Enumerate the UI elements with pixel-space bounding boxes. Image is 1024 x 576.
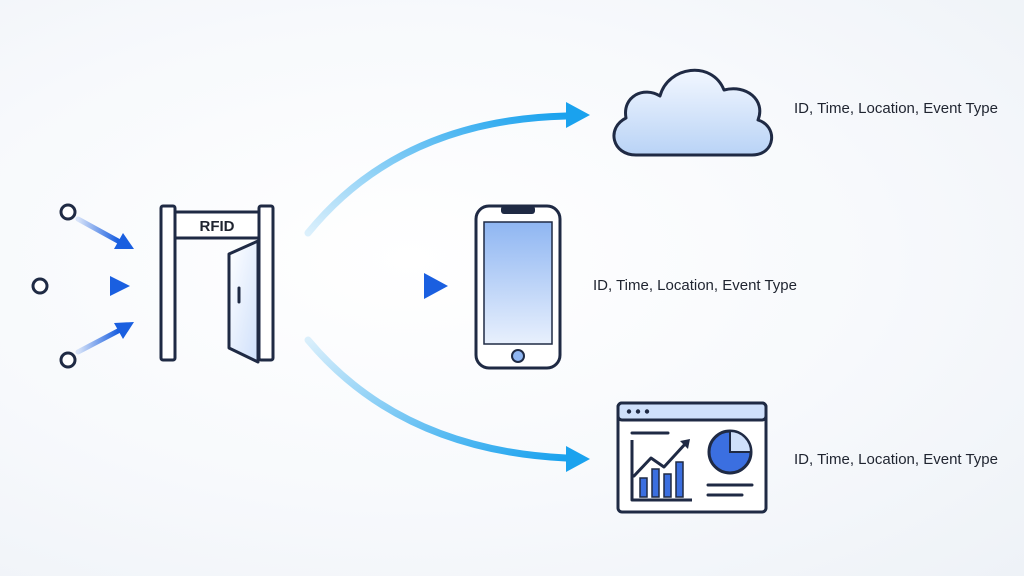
cloud-destination: ID, Time, Location, Event Type (612, 68, 998, 157)
flow-arrow-to-dashboard (304, 336, 570, 462)
arrow-head-icon (114, 233, 134, 249)
arrow-head-icon (424, 273, 448, 299)
gate-right-post (257, 204, 275, 362)
phone-destination: ID, Time, Location, Event Type (474, 204, 797, 370)
tag-dot-icon (31, 277, 49, 295)
tag-dot-icon (59, 203, 77, 221)
outgoing-flows (304, 102, 590, 472)
bar-chart-icon (630, 439, 692, 502)
gate-label: RFID (200, 218, 235, 235)
tag-dot-icon (59, 351, 77, 369)
dashboard-data-label: ID, Time, Location, Event Type (794, 451, 998, 468)
gate-door-icon (227, 239, 260, 364)
arrow-shaft (75, 216, 121, 244)
gate-left-post (159, 204, 177, 362)
arrow-head-icon (566, 102, 590, 128)
cloud-icon (612, 68, 774, 157)
dashboard-destination: ID, Time, Location, Event Type (616, 401, 998, 514)
arrow-head-icon (114, 322, 134, 339)
arrow-shaft (75, 328, 121, 355)
arrow-head-icon (110, 276, 130, 296)
phone-notch (501, 206, 535, 214)
phone-home-button-icon (511, 349, 525, 363)
window-dot-icon (635, 409, 641, 414)
cloud-data-label: ID, Time, Location, Event Type (794, 100, 998, 117)
phone-screen (483, 221, 553, 345)
rfid-gate: RFID (159, 204, 275, 364)
tag-bottom (59, 322, 134, 369)
phone-data-label: ID, Time, Location, Event Type (593, 277, 797, 294)
tag-top (59, 203, 134, 249)
window-dot-icon (644, 409, 650, 414)
arrow-head-icon (566, 446, 590, 472)
incoming-tags (31, 203, 134, 369)
flow-arrow-to-cloud (304, 112, 570, 237)
gate-top-bar (173, 210, 261, 240)
window-dot-icon (626, 409, 632, 414)
dashboard-title-bar (616, 401, 768, 422)
tag-middle (31, 276, 130, 296)
pie-chart-icon (707, 429, 753, 475)
